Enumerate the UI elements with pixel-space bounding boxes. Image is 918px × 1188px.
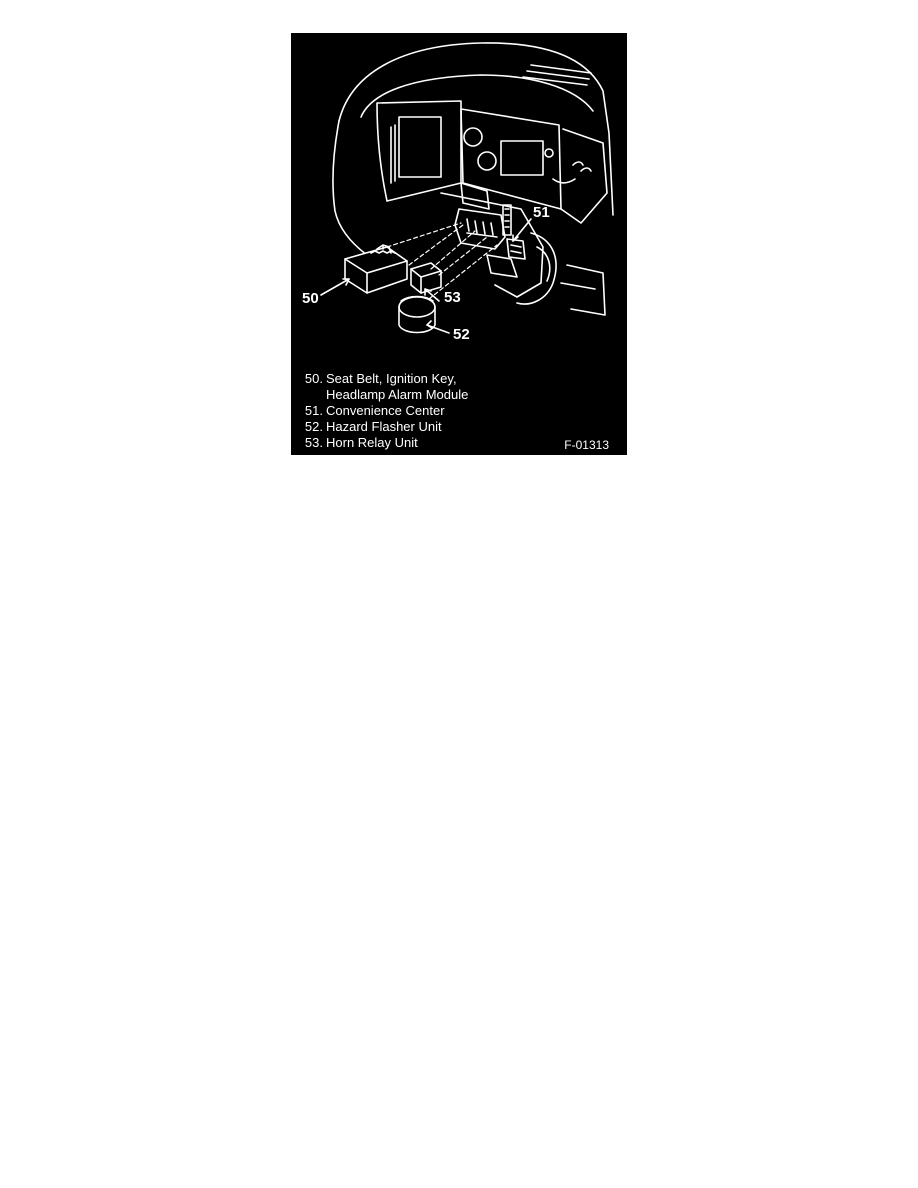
leader-50 — [320, 278, 350, 296]
lower-panel — [440, 192, 544, 298]
horn-relay-53 — [410, 262, 442, 294]
center-panel — [460, 108, 562, 210]
right-dash-side — [560, 128, 608, 224]
legend-label-continuation: Headlamp Alarm Module — [326, 387, 469, 402]
legend-label: Horn Relay Unit — [326, 435, 418, 450]
legend-item: 53. Horn Relay Unit — [299, 435, 621, 451]
legend-item: 51. Convenience Center — [299, 403, 621, 419]
install-line-53 — [430, 230, 476, 270]
legend-item: 50. Seat Belt, Ignition Key, — [299, 371, 621, 387]
diagram-figure: 51 50 53 52 50. Seat Belt, Ignition Key,… — [291, 33, 627, 455]
legend-number: 50. — [304, 371, 323, 386]
dash-inner-edge — [360, 74, 594, 118]
gauge-left — [463, 127, 483, 147]
legend-label: Convenience Center — [326, 403, 445, 418]
legend-item-continuation: Headlamp Alarm Module — [299, 387, 621, 403]
leader-53 — [424, 288, 440, 302]
top-vent — [522, 64, 592, 86]
steering-column — [516, 232, 557, 305]
left-opening — [376, 100, 462, 202]
relay-socket — [506, 238, 526, 260]
legend-label: Hazard Flasher Unit — [326, 419, 442, 434]
left-panel — [398, 116, 442, 178]
figure-id: F-01313 — [564, 438, 609, 452]
dashboard-illustration — [320, 42, 614, 334]
legend-item: 52. Hazard Flasher Unit — [299, 419, 621, 435]
legend-number: 51. — [304, 403, 323, 418]
dash-lower-edge — [332, 120, 368, 256]
callout-52: 52 — [453, 326, 470, 343]
install-line-52 — [428, 244, 498, 300]
gauge-right — [477, 151, 497, 171]
callout-53: 53 — [444, 289, 461, 306]
callout-51: 51 — [533, 204, 550, 221]
leader-51 — [512, 218, 532, 242]
parts-legend: 50. Seat Belt, Ignition Key, Headlamp Al… — [299, 371, 621, 451]
legend-label: Seat Belt, Ignition Key, — [326, 371, 457, 386]
legend-number: 52. — [304, 419, 323, 434]
legend-number: 53. — [304, 435, 323, 450]
callout-50: 50 — [302, 290, 319, 307]
hazard-flasher-52 — [398, 296, 436, 318]
center-display — [500, 140, 544, 176]
